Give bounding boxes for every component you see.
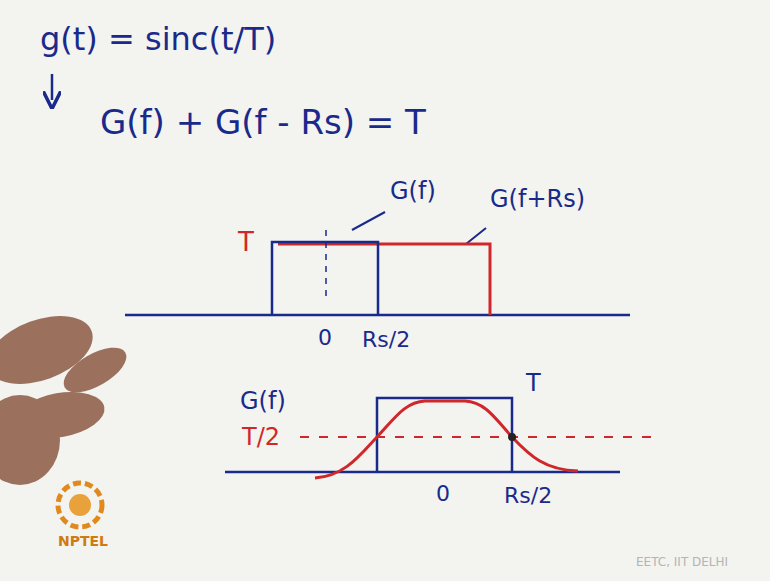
leader-line — [466, 228, 486, 244]
curve-label: G(f+Rs) — [490, 186, 585, 212]
tick-label: 0 — [436, 482, 450, 506]
frequency-axis — [225, 471, 620, 474]
leader-line — [352, 212, 385, 230]
watermark: EETC, IIT DELHI — [636, 556, 728, 569]
amplitude-label: T — [526, 370, 541, 396]
tick-label: Rs/2 — [504, 484, 552, 508]
tick-label: Rs/2 — [362, 328, 410, 352]
amplitude-label: T/2 — [242, 424, 280, 450]
equation: G(f) + G(f - Rs) = T — [100, 104, 426, 141]
shifted-spectrum — [278, 244, 490, 315]
raised-cosine-curve — [315, 401, 578, 478]
zero-axis — [325, 230, 327, 300]
formula: g(t) = sinc(t/T) — [40, 22, 276, 57]
down-arrow — [51, 74, 54, 100]
crossing-dot — [508, 433, 516, 441]
amplitude-label: T — [238, 228, 254, 257]
half-level-line — [300, 436, 660, 438]
curve-label: G(f) — [240, 388, 286, 414]
curve-label: G(f) — [390, 178, 436, 204]
hand — [0, 303, 133, 485]
spectrum-rect — [272, 242, 378, 315]
logo-text: NPTEL — [58, 534, 108, 549]
tick-label: 0 — [318, 326, 332, 350]
nptel-logo — [58, 483, 102, 527]
spectrum-rect — [377, 398, 512, 472]
